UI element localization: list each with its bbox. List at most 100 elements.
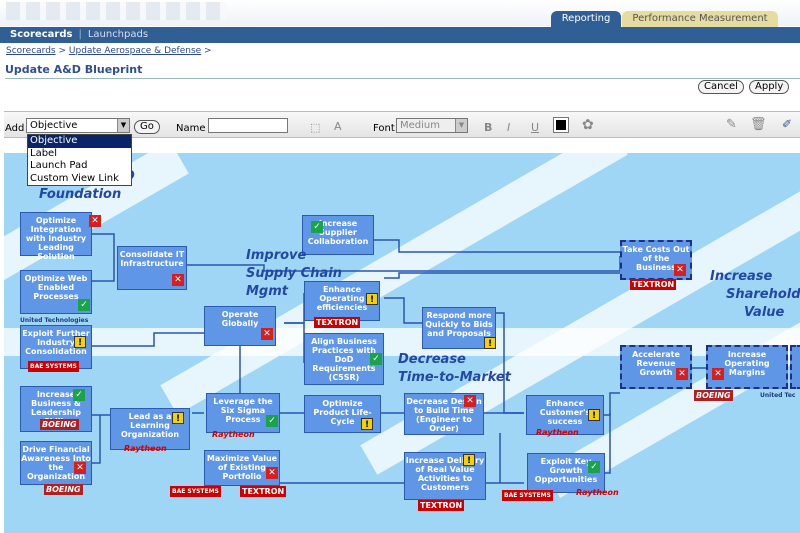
node-label: Respond more Quickly to Bids and Proposa… xyxy=(425,311,493,338)
status-green-icon: ✓ xyxy=(73,389,85,401)
breadcrumb-update-aerospace[interactable]: Update Aerospace & Defense xyxy=(68,46,202,56)
status-yellow-icon: ! xyxy=(361,418,373,430)
status-red-icon: ✕ xyxy=(266,467,278,479)
node-label: Increase Operating Margins xyxy=(724,350,770,377)
objective-increase-margins[interactable]: Increase Operating Margins xyxy=(706,345,788,389)
node-label: Exploit Key Growth Opportunities xyxy=(534,457,598,484)
status-red-icon: ✕ xyxy=(676,368,688,380)
palette-icon[interactable]: ✿ xyxy=(582,117,594,133)
chevron-down-icon[interactable]: ▼ xyxy=(117,119,129,132)
option-launch-pad[interactable]: Launch Pad xyxy=(30,160,88,171)
status-yellow-icon: ! xyxy=(172,412,184,424)
raytheon-logo: Raytheon xyxy=(124,444,167,453)
label-supply-chain: Supply Chain xyxy=(246,266,342,281)
option-objective[interactable]: Objective xyxy=(28,135,131,148)
add-type-select[interactable]: Objective▼ xyxy=(26,118,130,133)
nav-separator: | xyxy=(78,29,82,40)
editor-toolbar: Add Objective▼ Go Name ⬚ A Font Medium▼ … xyxy=(4,111,800,138)
chevron-down-icon[interactable]: ▼ xyxy=(455,119,467,132)
breadcrumb-separator: > xyxy=(58,46,67,56)
objective-accelerate-revenue[interactable]: Accelerate Revenue Growth xyxy=(620,345,692,389)
label-mgmt: Mgmt xyxy=(246,284,289,299)
label-decrease: Decrease xyxy=(398,352,466,367)
sub-navigation: Scorecards | Launchpads xyxy=(0,27,800,43)
nav-scorecards[interactable]: Scorecards xyxy=(10,29,73,40)
color-swatch[interactable] xyxy=(553,117,569,133)
label-improve: Improve xyxy=(246,248,307,263)
united-technologies-logo: United Technologies xyxy=(20,317,89,324)
node-label: Exploit Further Industry Consolidation xyxy=(22,329,90,356)
bold-button[interactable]: B xyxy=(484,121,493,134)
textron-logo: TEXTRON xyxy=(314,317,361,328)
bae-systems-logo: BAE SYSTEMS xyxy=(170,486,221,497)
status-green-icon: ✓ xyxy=(266,415,278,427)
underline-button[interactable]: U xyxy=(531,121,540,134)
text-color-icon[interactable]: A xyxy=(334,120,342,133)
apply-button[interactable]: Apply xyxy=(749,80,790,94)
status-red-icon: ✕ xyxy=(89,215,101,227)
font-size-select[interactable]: Medium▼ xyxy=(396,118,468,133)
status-red-icon: ✕ xyxy=(74,462,86,474)
raytheon-logo: Raytheon xyxy=(536,428,579,437)
bae-systems-logo: BAE SYSTEMS xyxy=(28,361,79,372)
breadcrumb-scorecards[interactable]: Scorecards xyxy=(6,46,56,56)
nav-launchpads[interactable]: Launchpads xyxy=(87,29,149,40)
font-label: Font xyxy=(373,123,395,134)
name-input[interactable] xyxy=(208,118,288,133)
cancel-button[interactable]: Cancel xyxy=(698,80,744,94)
objective-enhance-efficiencies[interactable]: Enhance Operating efficiencies xyxy=(304,281,380,321)
label-increase: Increase xyxy=(710,269,773,284)
breadcrumb: Scorecards > Update Aerospace & Defense … xyxy=(6,46,212,56)
objective-optimize-integration[interactable]: Optimize Integration with Industry Leadi… xyxy=(20,212,92,261)
objective-operate-globally[interactable]: Operate Globally xyxy=(204,306,276,346)
objective-exploit-growth[interactable]: Exploit Key Growth Opportunities xyxy=(527,453,605,493)
node-label: Accelerate Revenue Growth xyxy=(632,350,680,377)
app-banner: Reporting Performance Measurement xyxy=(0,0,800,27)
status-green-icon: ✓ xyxy=(370,353,382,365)
label-value: Value xyxy=(744,305,785,320)
objective-decrease-design[interactable]: Decrease Design to Build Time (Engineer … xyxy=(404,393,484,435)
node-label: Maximize Value of Existing Portfolio xyxy=(206,454,278,481)
pencil-icon[interactable]: ✎ xyxy=(726,117,737,132)
label-shareholder: Sharehold xyxy=(726,287,800,302)
node-label: Optimize Web Enabled Processes xyxy=(24,274,88,301)
status-yellow-icon: ! xyxy=(74,336,86,348)
raytheon-logo: Raytheon xyxy=(576,488,619,497)
objective-maximize-portfolio[interactable]: Maximize Value of Existing Portfolio xyxy=(204,450,280,486)
status-yellow-icon: ! xyxy=(484,337,496,349)
textron-logo: TEXTRON xyxy=(240,486,287,497)
status-yellow-icon: ! xyxy=(588,409,600,421)
textron-logo: TEXTRON xyxy=(630,279,677,290)
status-red-icon: ✕ xyxy=(674,264,686,276)
objective-leverage-six-sigma[interactable]: Leverage the Six Sigma Process xyxy=(206,393,280,433)
oracle-logo xyxy=(6,2,226,20)
objective-drive-financial[interactable]: Drive Financial Awareness Into the Organ… xyxy=(20,441,92,485)
option-label[interactable]: Label xyxy=(30,147,57,159)
status-red-icon: ✕ xyxy=(261,328,273,340)
label-foundation: Foundation xyxy=(39,187,122,202)
tab-performance-measurement[interactable]: Performance Measurement xyxy=(622,11,778,27)
objective-respond-bids[interactable]: Respond more Quickly to Bids and Proposa… xyxy=(422,307,496,349)
tab-reporting[interactable]: Reporting xyxy=(551,11,621,27)
border-icon[interactable]: ⬚ xyxy=(310,121,321,134)
node-label: Operate Globally xyxy=(221,310,259,328)
status-red-icon: ✕ xyxy=(712,368,724,380)
boeing-logo: BOEING xyxy=(40,419,79,430)
edit-icon[interactable]: ✐ xyxy=(782,117,793,131)
node-label: Drive Financial Awareness Into the Organ… xyxy=(21,445,91,481)
italic-button[interactable]: I xyxy=(507,121,511,134)
trash-icon[interactable]: 🗑 xyxy=(750,117,767,132)
go-button[interactable]: Go xyxy=(134,120,160,134)
page-title: Update A&D Blueprint xyxy=(5,63,143,76)
objective-align-practices[interactable]: Align Business Practices with DoD Requir… xyxy=(304,333,384,385)
node-label: Lead as a Learning Organization xyxy=(120,412,180,439)
name-label: Name xyxy=(176,123,206,134)
status-red-icon: ✕ xyxy=(172,274,184,286)
strategy-map-canvas[interactable]: Optimize Integration with Industry Leadi… xyxy=(4,153,800,533)
united-technologies-logo: United Tec xyxy=(760,392,796,399)
option-custom-view-link[interactable]: Custom View Link xyxy=(30,172,119,184)
objective-partial[interactable] xyxy=(790,345,800,389)
status-red-icon: ✕ xyxy=(464,395,476,407)
breadcrumb-separator: > xyxy=(204,46,212,56)
textron-logo: TEXTRON xyxy=(418,500,465,511)
